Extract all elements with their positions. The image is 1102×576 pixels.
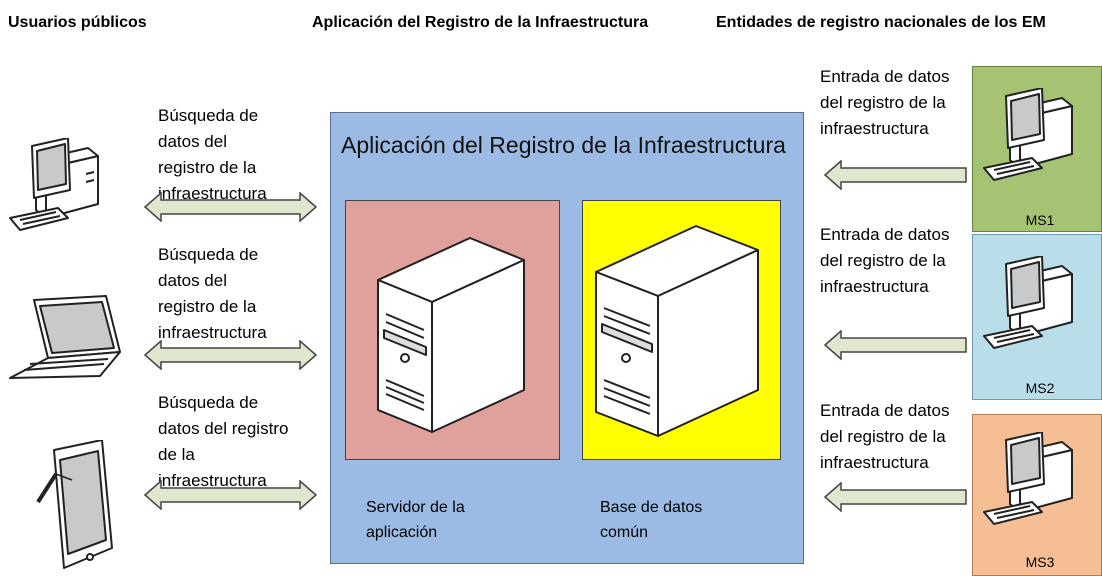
left-arrow [824,482,967,512]
laptop-icon [9,295,121,379]
header-public-users: Usuarios públicos [8,14,147,31]
bidirectional-arrow [144,192,318,222]
ms-label: MS3 [1025,554,1055,570]
data-entry-label: Entrada de datos del registro de la infr… [820,401,950,472]
database-caption: Base de datos común [600,499,703,541]
header-national-entities: Entidades de registro nacionales de los … [716,14,1046,31]
search-data-label: Búsqueda de datos del registro de la inf… [158,245,267,342]
header-application: Aplicación del Registro de la Infraestru… [312,14,649,31]
application-title: Aplicación del Registro de la Infraestru… [341,132,786,158]
server-tower-icon [377,237,525,433]
ms-label: MS1 [1025,212,1055,228]
bidirectional-arrow [144,480,318,510]
search-data-label: Búsqueda de datos del registro de la inf… [158,393,289,490]
desktop-computer-icon [9,138,99,231]
tablet-icon [36,440,113,569]
database-server-icon [595,225,759,437]
left-arrow [824,160,967,190]
desktop-computer-icon [983,256,1073,349]
search-data-label: Búsqueda de datos del registro de la inf… [158,106,267,203]
left-arrow [824,330,967,360]
server-caption: Servidor de la aplicación [366,499,465,541]
desktop-computer-icon [983,432,1073,525]
data-entry-label: Entrada de datos del registro de la infr… [820,67,950,138]
desktop-computer-icon [983,88,1073,181]
ms-label: MS2 [1025,380,1055,396]
data-entry-label: Entrada de datos del registro de la infr… [820,225,950,296]
bidirectional-arrow [144,340,318,370]
